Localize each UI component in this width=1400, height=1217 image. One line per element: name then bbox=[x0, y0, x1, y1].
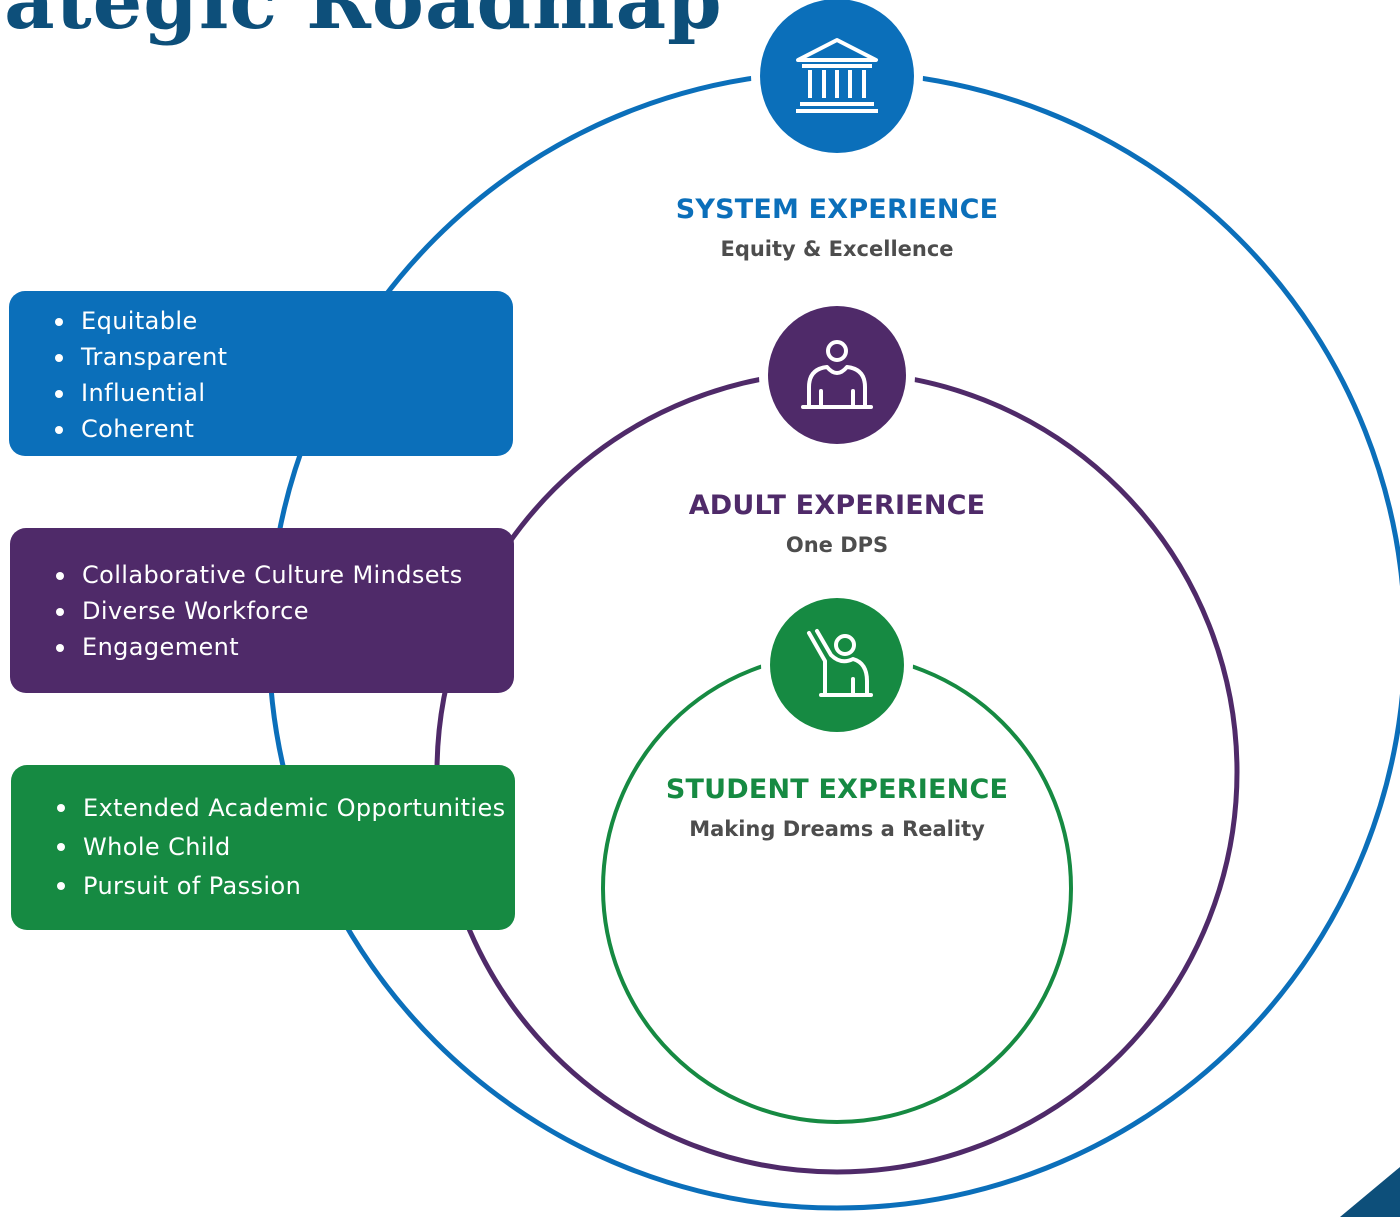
system-title: SYSTEM EXPERIENCE bbox=[675, 194, 999, 225]
list-item: Transparent bbox=[55, 339, 513, 375]
corner-triangle-decoration bbox=[1340, 1167, 1400, 1217]
adult-icon-badge bbox=[768, 306, 906, 444]
list-item: Influential bbox=[55, 375, 513, 411]
list-item: Engagement bbox=[56, 629, 514, 665]
page-title: rategic Roadmap bbox=[0, 0, 723, 47]
list-item: Whole Child bbox=[57, 828, 515, 867]
adult-label: ADULT EXPERIENCE One DPS bbox=[587, 490, 1087, 557]
adult-person-icon bbox=[801, 340, 873, 409]
student-card: Extended Academic Opportunities Whole Ch… bbox=[11, 765, 515, 930]
adult-title: ADULT EXPERIENCE bbox=[688, 490, 986, 521]
student-subtitle: Making Dreams a Reality bbox=[689, 817, 985, 841]
system-card-list: Equitable Transparent Influential Cohere… bbox=[55, 303, 513, 447]
adult-subtitle: One DPS bbox=[785, 533, 889, 557]
student-raising-hand-icon bbox=[807, 629, 873, 697]
adult-card-list: Collaborative Culture Mindsets Diverse W… bbox=[56, 557, 514, 665]
bank-building-icon bbox=[796, 38, 878, 113]
system-label: SYSTEM EXPERIENCE Equity & Excellence bbox=[587, 194, 1087, 261]
student-card-list: Extended Academic Opportunities Whole Ch… bbox=[57, 789, 515, 906]
system-icon-badge bbox=[760, 0, 914, 153]
list-item: Coherent bbox=[55, 411, 513, 447]
list-item: Extended Academic Opportunities bbox=[57, 789, 515, 828]
student-label: STUDENT EXPERIENCE Making Dreams a Reali… bbox=[587, 774, 1087, 841]
student-title: STUDENT EXPERIENCE bbox=[665, 774, 1009, 805]
system-subtitle: Equity & Excellence bbox=[720, 237, 954, 261]
list-item: Equitable bbox=[55, 303, 513, 339]
student-icon-badge bbox=[770, 598, 904, 732]
list-item: Collaborative Culture Mindsets bbox=[56, 557, 514, 593]
list-item: Pursuit of Passion bbox=[57, 867, 515, 906]
list-item: Diverse Workforce bbox=[56, 593, 514, 629]
adult-card: Collaborative Culture Mindsets Diverse W… bbox=[10, 528, 514, 693]
system-card: Equitable Transparent Influential Cohere… bbox=[9, 291, 513, 456]
